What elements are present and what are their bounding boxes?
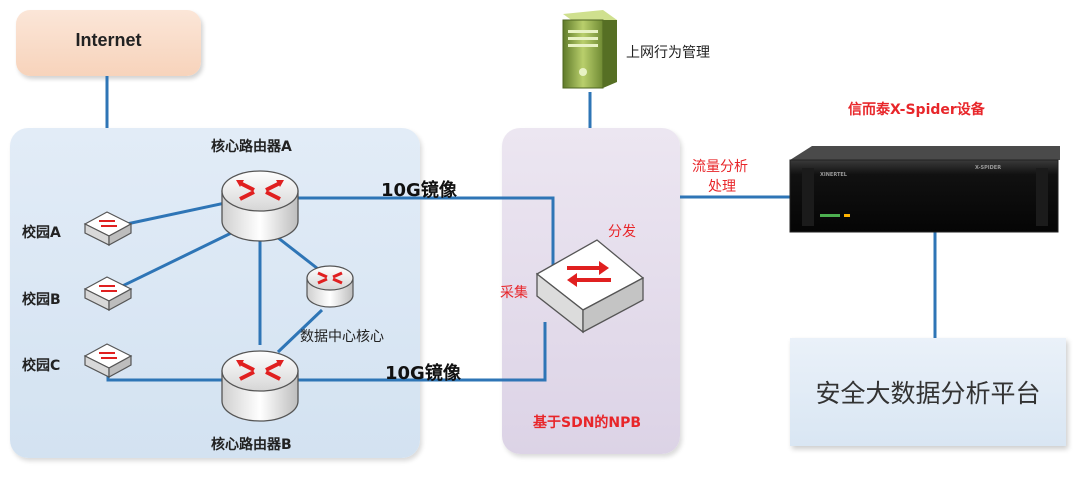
mirror-link-top <box>296 196 555 272</box>
x-spider-device-icon <box>789 146 1060 233</box>
npb-switch-icon <box>535 239 645 334</box>
npb-label: 基于SDN的NPB <box>533 415 642 431</box>
security-platform-box <box>790 338 1066 446</box>
device-model-text: X-SPIDER <box>975 165 1002 171</box>
behavior-mgmt-label: 上网行为管理 <box>626 45 710 61</box>
campus-a-label: 校园A <box>22 225 61 241</box>
traffic-label-line1: 流量分析 <box>692 159 748 175</box>
core-router-a-label: 核心路由器A <box>211 139 292 155</box>
core-router-b-icon <box>221 350 299 422</box>
campus-c-label: 校园C <box>22 358 61 374</box>
internet-box <box>16 10 201 76</box>
dc-core-label: 数据中心核心 <box>300 329 384 345</box>
mirror-link-bottom <box>296 322 547 382</box>
mirror-label-bottom: 10G镜像 <box>385 363 461 384</box>
x-spider-device-label: 信而泰X-Spider设备 <box>848 102 985 118</box>
mirror-label-top: 10G镜像 <box>381 180 457 201</box>
campus-b-label: 校园B <box>22 292 61 308</box>
security-platform-label: 安全大数据分析平台 <box>815 379 1041 408</box>
npb-collect-label: 采集 <box>500 285 528 301</box>
device-brand-text: XINERTEL <box>820 172 847 178</box>
campus-a-switch-icon <box>83 211 133 247</box>
server-icon <box>562 10 617 89</box>
npb-distribute-label: 分发 <box>608 224 636 240</box>
core-router-b-label: 核心路由器B <box>211 437 292 453</box>
campus-b-switch-icon <box>83 276 133 312</box>
traffic-label-line2: 处理 <box>708 179 736 195</box>
internet-label: Internet <box>75 30 142 50</box>
dc-core-router-icon <box>306 265 354 308</box>
core-b-dc-link <box>276 308 324 354</box>
core-router-a-icon <box>221 170 299 242</box>
campus-c-switch-icon <box>83 343 133 379</box>
